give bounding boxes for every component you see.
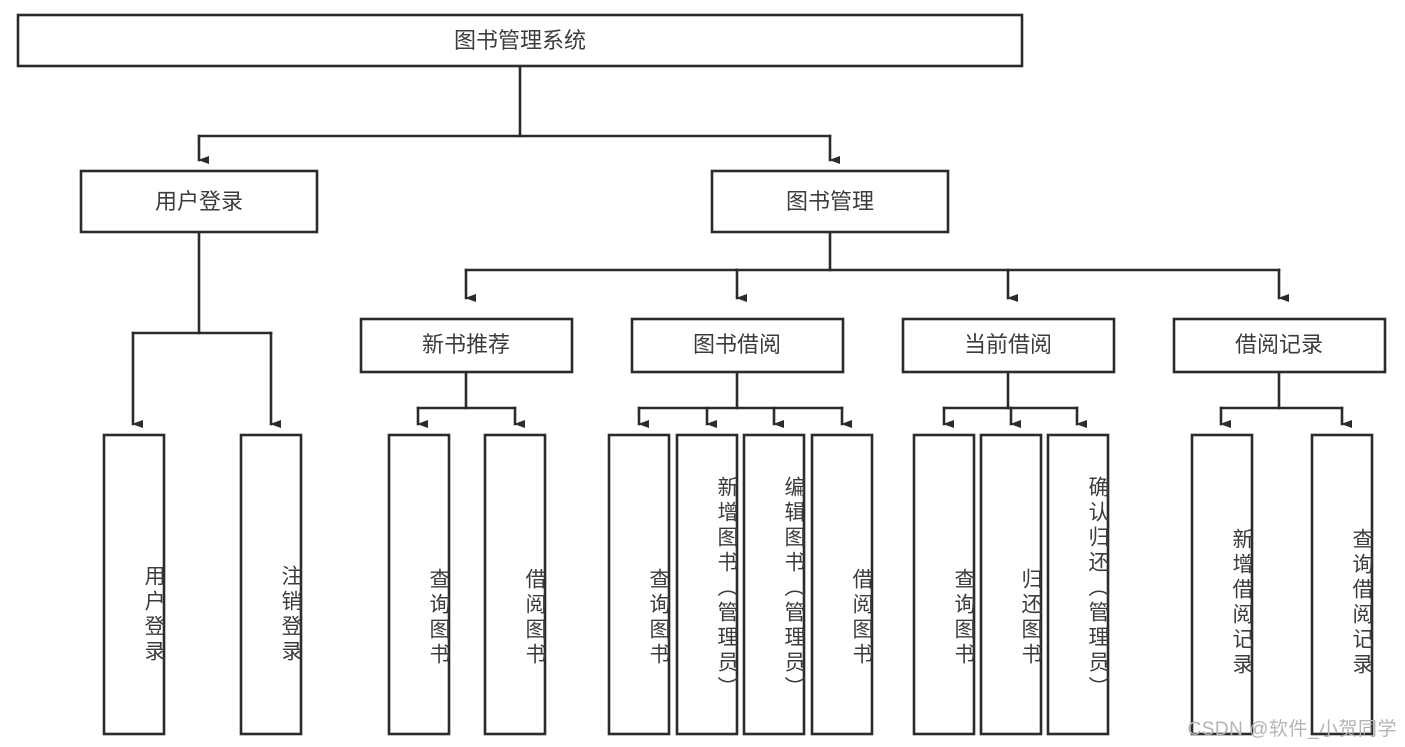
node-book-borrow-box[interactable] xyxy=(630,317,845,374)
node-book-manage-box[interactable] xyxy=(710,169,950,234)
node-new-book-recommend-label: 新书推荐 xyxy=(422,332,510,357)
leaf-box-group xyxy=(102,433,1374,736)
leaf-box-new-book-2[interactable] xyxy=(483,433,547,736)
edge-group-new-book xyxy=(416,370,525,429)
leaf-box-book-borrow-2[interactable] xyxy=(675,433,739,736)
node-book-borrow-label: 图书借阅 xyxy=(693,332,781,357)
node-book-borrow[interactable]: 图书借阅 xyxy=(630,317,845,374)
node-root[interactable]: 图书管理系统 xyxy=(16,13,1024,68)
leaf-box-borrow-record-1[interactable] xyxy=(1190,433,1254,736)
leaf-box-book-borrow-3[interactable] xyxy=(742,433,806,736)
node-root-label: 图书管理系统 xyxy=(454,28,586,53)
node-current-borrow[interactable]: 当前借阅 xyxy=(901,317,1116,374)
leaf-box-current-borrow-3[interactable] xyxy=(1046,433,1110,736)
node-user-login-box[interactable] xyxy=(79,169,319,234)
leaf-box-book-borrow-1[interactable] xyxy=(607,433,671,736)
leaf-box-borrow-record-2[interactable] xyxy=(1310,433,1374,736)
leaf-box-user-login-1[interactable] xyxy=(102,433,166,736)
node-current-borrow-label: 当前借阅 xyxy=(964,332,1052,357)
leaf-box-new-book-1[interactable] xyxy=(387,433,451,736)
node-new-book-recommend[interactable]: 新书推荐 xyxy=(359,317,574,374)
leaf-box-user-login-2[interactable] xyxy=(239,433,303,736)
edge-group-book-manage xyxy=(464,231,1289,303)
edge-group-root xyxy=(197,64,840,165)
node-borrow-record-label: 借阅记录 xyxy=(1235,332,1323,357)
node-user-login[interactable]: 用户登录 xyxy=(79,169,319,234)
node-new-book-recommend-box[interactable] xyxy=(359,317,574,374)
edge-group-user-login xyxy=(131,231,281,429)
node-book-manage-label: 图书管理 xyxy=(786,189,874,214)
edge-group-book-borrow xyxy=(637,370,852,429)
node-root-box[interactable] xyxy=(16,13,1024,68)
node-borrow-record[interactable]: 借阅记录 xyxy=(1172,317,1387,374)
node-user-login-label: 用户登录 xyxy=(155,189,243,214)
node-borrow-record-box[interactable] xyxy=(1172,317,1387,374)
node-book-manage[interactable]: 图书管理 xyxy=(710,169,950,234)
edge-group-current-borrow xyxy=(942,370,1087,429)
leaf-box-book-borrow-4[interactable] xyxy=(810,433,874,736)
leaf-box-current-borrow-1[interactable] xyxy=(912,433,976,736)
node-current-borrow-box[interactable] xyxy=(901,317,1116,374)
edge-group-borrow-record xyxy=(1219,370,1352,429)
leaf-box-current-borrow-2[interactable] xyxy=(979,433,1043,736)
csdn-watermark: CSDN @软件_小贺同学 xyxy=(1187,719,1397,740)
